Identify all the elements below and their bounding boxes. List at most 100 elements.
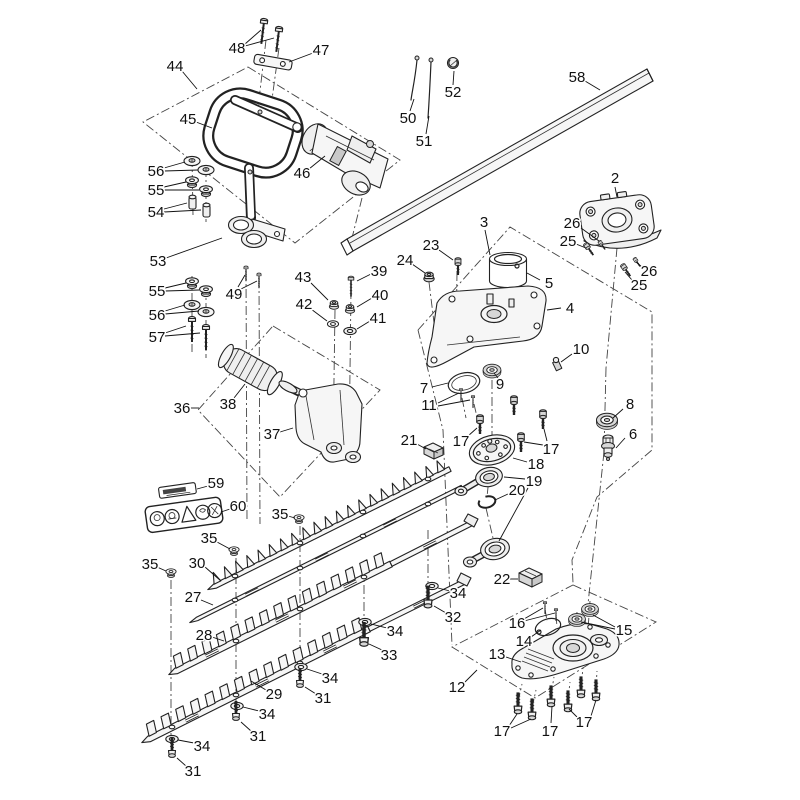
callout-23: 23: [423, 237, 440, 254]
callout-leader-42: [310, 308, 328, 322]
blade-bolt-hole: [296, 540, 304, 546]
callout-leader-18: [512, 457, 528, 463]
gasket-7: [447, 371, 481, 395]
callout-leader-7: [431, 382, 449, 388]
callout-55: 55: [148, 182, 165, 199]
callout-leader-6: [615, 437, 626, 449]
axis-line: [587, 451, 605, 605]
callout-leader-53: [165, 237, 223, 259]
callout-12: 12: [449, 679, 466, 696]
callout-leader-25: [575, 243, 587, 249]
callout-leader-46: [308, 155, 326, 170]
callout-9: 9: [496, 376, 504, 393]
callout-leader-51: [425, 115, 430, 135]
callout-leader-41: [356, 320, 371, 330]
spacers-54: [188, 194, 211, 218]
callout-leader-58: [584, 80, 601, 91]
blade-support-plate-4: [426, 285, 547, 368]
callout-51: 51: [416, 133, 433, 150]
callout-31: 31: [185, 763, 202, 780]
callout-35: 35: [272, 506, 289, 523]
callout-leader-11: [437, 399, 471, 407]
lower-gear-case-13: [511, 623, 620, 680]
callout-leader-57: [164, 325, 187, 334]
callout-34: 34: [450, 585, 467, 602]
callout-leader-26: [635, 261, 643, 268]
callout-29: 29: [266, 686, 283, 703]
callout-leader-48: [244, 29, 262, 45]
callout-leader-17: [568, 708, 578, 718]
callout-leader-34: [242, 706, 260, 712]
gear-cup-5: [488, 251, 528, 289]
callout-leader-19: [498, 487, 529, 542]
callout-leader-4: [546, 307, 562, 311]
callout-13: 13: [489, 646, 506, 663]
callout-28: 28: [196, 627, 213, 644]
callout-31: 31: [315, 690, 332, 707]
callout-leader-55: [164, 289, 200, 292]
callout-2: 2: [611, 170, 619, 187]
callout-32: 32: [445, 609, 462, 626]
washers-56-lower: [183, 299, 215, 318]
axis-line: [485, 507, 494, 539]
washer-41: [343, 326, 357, 336]
callout-leader-28: [211, 636, 225, 642]
washer-42: [326, 320, 340, 328]
safety-label-60: [144, 496, 224, 534]
callout-37: 37: [264, 426, 281, 443]
nut-43: [328, 300, 340, 310]
snap-ring-20: [477, 495, 497, 509]
callout-leader-39: [356, 273, 372, 282]
callout-leader-16: [523, 607, 544, 620]
callout-17: 17: [576, 714, 593, 731]
blade-bolt-hole: [232, 638, 240, 644]
connecting-rod-19-upper: [454, 466, 503, 497]
blade-bolt-hole: [424, 476, 432, 482]
callout-40: 40: [372, 287, 389, 304]
callout-leader-34: [306, 668, 323, 675]
callout-48: 48: [229, 40, 246, 57]
callout-leader-54: [163, 209, 202, 213]
callout-18: 18: [528, 456, 545, 473]
callout-39: 39: [371, 263, 388, 280]
callout-15: 15: [616, 622, 633, 639]
callout-leader-45: [195, 121, 213, 129]
callout-leader-9: [493, 372, 499, 379]
callout-42: 42: [296, 296, 313, 313]
callout-41: 41: [370, 310, 387, 327]
callout-leader-31: [304, 686, 317, 695]
drive-shaft-tube-58: [340, 68, 654, 256]
callout-24: 24: [397, 252, 414, 269]
region-44-handle-assembly: [142, 66, 401, 244]
callout-19: 19: [526, 473, 543, 490]
callout-57: 57: [149, 329, 166, 346]
washers-56-upper: [183, 155, 215, 176]
pinion-gear-6: [601, 434, 615, 461]
axis-line: [351, 197, 363, 239]
callout-leader-60: [220, 508, 231, 513]
callout-leader-17: [508, 713, 518, 727]
region-3-gearcase-assembly: [417, 226, 653, 584]
callout-leader-10: [560, 353, 573, 363]
callout-leader-56: [164, 310, 200, 315]
callout-leader-33: [368, 643, 383, 651]
blade-slot: [383, 519, 397, 527]
callout-34: 34: [322, 670, 339, 687]
callout-leader-14: [530, 629, 542, 638]
callout-46: 46: [294, 165, 311, 182]
axis-line: [473, 403, 478, 418]
callout-34: 34: [194, 738, 211, 755]
callout-4: 4: [566, 300, 574, 317]
blade-slots-and-holes: [168, 476, 437, 730]
callout-7: 7: [420, 380, 428, 397]
blade-bolt-hole: [296, 565, 304, 571]
callout-17: 17: [542, 723, 559, 740]
callout-leader-17: [590, 699, 597, 717]
callout-34: 34: [259, 706, 276, 723]
callout-leader-38: [233, 383, 246, 399]
callout-38: 38: [220, 396, 237, 413]
warning-triangle-icon: [181, 505, 197, 523]
callout-35: 35: [201, 530, 218, 547]
callout-leader-17: [510, 718, 532, 729]
